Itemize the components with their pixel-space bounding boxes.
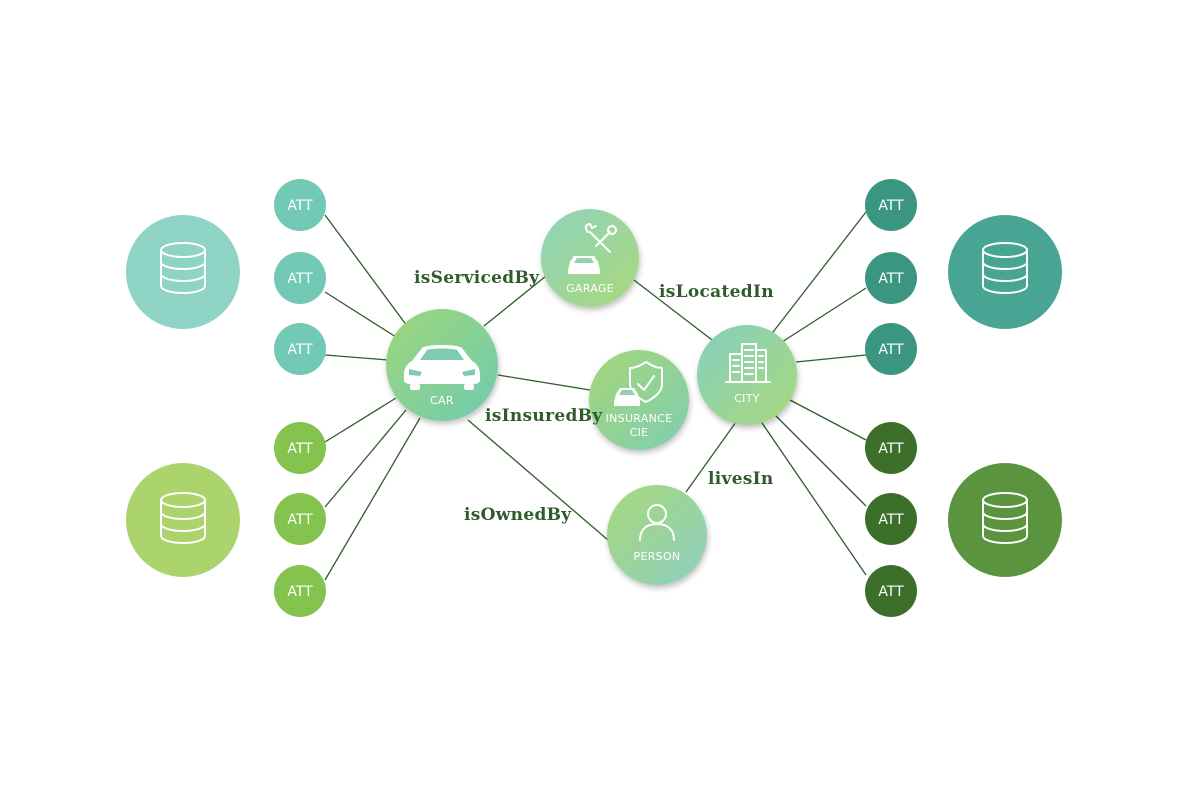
attribute-label: ATT [878,584,904,600]
edge-car-att-3 [324,354,389,361]
attribute-node: ATT [274,252,326,304]
attribute-label: ATT [287,198,313,214]
attributes-left: ATT ATT ATT ATT ATT ATT [274,179,326,617]
insurance-shield-icon [614,361,663,406]
edge-city-att-5 [773,413,867,507]
attribute-label: ATT [287,441,313,457]
car-label: CAR [430,394,454,407]
database-node-top-right [948,215,1062,329]
attribute-node: ATT [274,493,326,545]
database-node-bottom-left [126,463,240,577]
edge-city-att-2 [781,287,867,343]
city-buildings-icon [725,343,771,383]
relation-is-owned-by: isOwnedBy [464,505,572,525]
entity-node-insurance: INSURANCE CIE [589,350,689,450]
edge-city-att-6 [759,419,867,576]
attribute-node: ATT [274,422,326,474]
database-icon [982,242,1028,294]
edge-city-att-4 [789,399,867,441]
entity-node-city: CITY [697,325,797,425]
attribute-node: ATT [865,323,917,375]
city-label: CITY [734,392,760,405]
edge-car-garage [483,275,547,327]
edge-garage-city [633,279,713,341]
car-icon [403,345,481,390]
relation-is-serviced-by: isServicedBy [414,268,540,288]
relation-is-located-in: isLocatedIn [659,282,774,302]
database-icon [160,492,206,544]
attribute-label: ATT [287,512,313,528]
edge-car-att-2 [324,291,397,338]
attribute-label: ATT [878,342,904,358]
entity-node-person: PERSON [607,485,707,585]
attribute-node: ATT [865,179,917,231]
attribute-node: ATT [865,493,917,545]
attribute-label: ATT [878,271,904,287]
garage-label: GARAGE [566,282,614,295]
attribute-label: ATT [878,198,904,214]
attribute-node: ATT [865,422,917,474]
attribute-node: ATT [865,252,917,304]
database-icon [160,242,206,294]
attributes-right: ATT ATT ATT ATT ATT ATT [865,179,917,617]
edge-city-att-3 [795,354,867,363]
database-icon [982,492,1028,544]
entity-node-garage: GARAGE [541,209,639,307]
edge-car-att-5 [324,409,407,508]
attribute-label: ATT [287,271,313,287]
database-node-top-left [126,215,240,329]
garage-tools-icon [568,223,617,274]
insurance-label-line2: CIE [630,426,649,439]
attribute-node: ATT [274,323,326,375]
edge-car-att-4 [324,397,397,443]
relation-lives-in: livesIn [708,469,774,489]
edge-city-att-1 [769,211,867,337]
relation-is-insured-by: isInsuredBy [485,406,603,426]
attribute-label: ATT [878,512,904,528]
insurance-label-line1: INSURANCE [606,412,673,425]
edges [324,211,867,581]
attribute-node: ATT [865,565,917,617]
entity-node-car: CAR [386,309,498,421]
attribute-label: ATT [878,441,904,457]
edge-car-person [467,419,609,541]
attribute-label: ATT [287,342,313,358]
attribute-label: ATT [287,584,313,600]
database-node-bottom-right [948,463,1062,577]
attribute-node: ATT [274,179,326,231]
edge-car-att-1 [324,214,411,331]
edge-car-att-6 [324,417,421,581]
person-icon [639,504,675,541]
relation-labels: isServicedBy isLocatedIn isInsuredBy isO… [414,268,774,525]
edge-person-city [685,421,737,493]
edge-car-insurance [497,374,591,391]
person-label: PERSON [634,550,681,563]
attribute-node: ATT [274,565,326,617]
